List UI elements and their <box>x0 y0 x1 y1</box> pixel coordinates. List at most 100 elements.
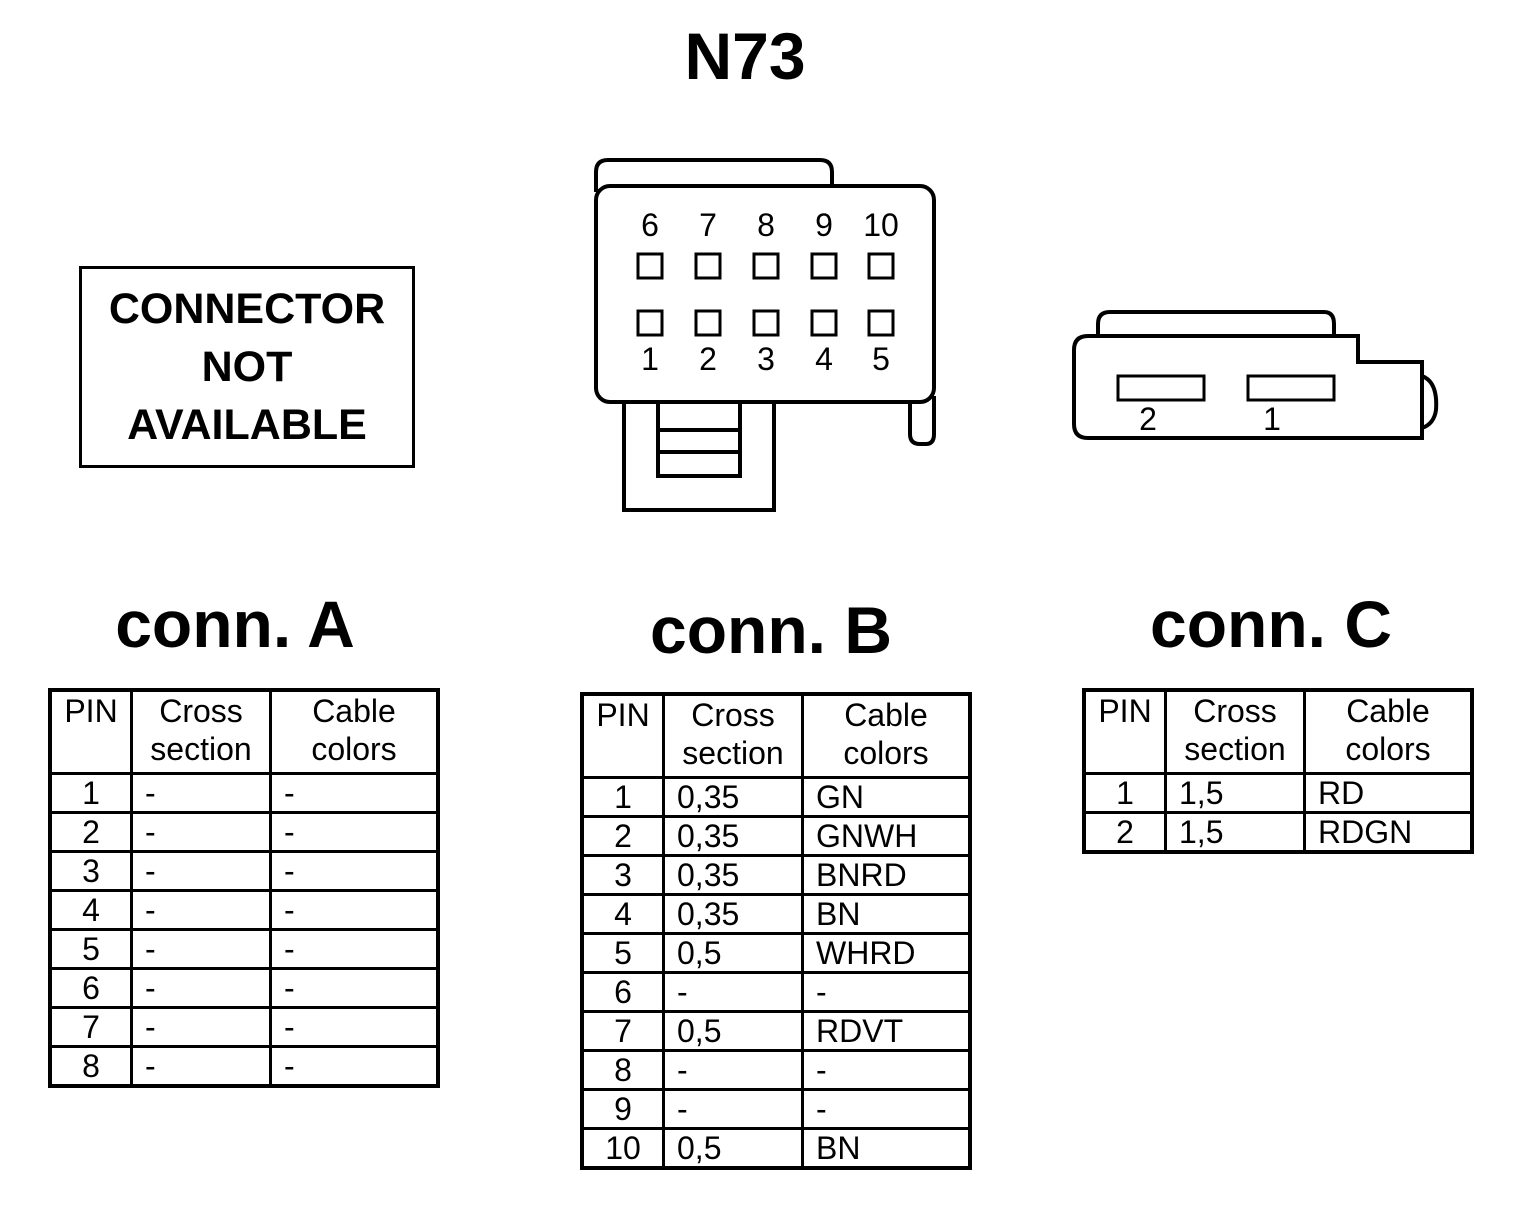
pin-cell: 1 <box>1082 772 1167 814</box>
connector-b-drawing <box>594 158 936 512</box>
cable-color-cell: - <box>801 1088 972 1130</box>
table-row: 2-- <box>48 811 440 853</box>
pin-cell: 4 <box>48 889 133 931</box>
col-cross-section-header: Cross section <box>662 692 804 779</box>
table-row: 8-- <box>48 1045 440 1088</box>
pin-cell: 8 <box>580 1049 665 1091</box>
not-available-line-2: NOT <box>201 343 293 391</box>
col-pin-header: PIN <box>580 692 665 779</box>
cross-section-cell: - <box>130 928 272 970</box>
cross-section-cell: 0,5 <box>662 1010 804 1052</box>
col-cable-colors-header: Cable colors <box>269 688 440 775</box>
pin-cell: 2 <box>1082 811 1167 854</box>
cable-color-cell: BN <box>801 893 972 935</box>
cross-section-cell: - <box>130 967 272 1009</box>
connector-a-not-available-box: CONNECTOR NOT AVAILABLE <box>79 266 415 468</box>
pin-cavity <box>694 252 722 280</box>
cable-color-cell: RDGN <box>1303 811 1474 854</box>
pin-cavity <box>867 309 895 337</box>
cross-section-cell: 0,5 <box>662 1127 804 1170</box>
pin-cavity <box>636 252 664 280</box>
pin-cell: 3 <box>580 854 665 896</box>
pin-cell: 5 <box>580 932 665 974</box>
cable-color-cell: GNWH <box>801 815 972 857</box>
pin-cell: 1 <box>580 776 665 818</box>
connector-b-pin-label: 4 <box>815 341 833 377</box>
cross-section-cell: - <box>130 1006 272 1048</box>
page-title: N73 <box>684 19 806 93</box>
cross-section-cell: - <box>662 1088 804 1130</box>
cross-section-cell: - <box>130 850 272 892</box>
cross-section-cell: 1,5 <box>1164 811 1306 854</box>
cable-color-cell: - <box>269 928 440 970</box>
connector-b-pin-label: 9 <box>815 207 833 243</box>
cross-section-cell: 0,35 <box>662 776 804 818</box>
pin-cavity <box>752 252 780 280</box>
pin-cell: 2 <box>580 815 665 857</box>
pin-cell: 6 <box>48 967 133 1009</box>
pin-cell: 5 <box>48 928 133 970</box>
connector-b-pin-cells <box>636 252 895 337</box>
table-row: 3-- <box>48 850 440 892</box>
cable-color-cell: - <box>801 971 972 1013</box>
cross-section-cell: - <box>130 772 272 814</box>
connector-b-pin-label: 10 <box>863 207 899 243</box>
cable-color-cell: BNRD <box>801 854 972 896</box>
pin-cavity <box>694 309 722 337</box>
cable-color-cell: - <box>269 772 440 814</box>
not-available-line-1: CONNECTOR <box>108 285 386 333</box>
connector-b-pin-label: 1 <box>641 341 659 377</box>
col-cross-section-header: Cross section <box>130 688 272 775</box>
conn-b-heading: conn. B <box>650 593 892 667</box>
cross-section-cell: - <box>130 889 272 931</box>
connector-b-pin-label: 5 <box>872 341 890 377</box>
pin-cell: 8 <box>48 1045 133 1088</box>
conn-a-table: PIN Cross section Cable colors 1--2--3--… <box>48 688 440 1088</box>
cable-color-cell: BN <box>801 1127 972 1170</box>
cross-section-cell: 0,35 <box>662 854 804 896</box>
pin-cell: 3 <box>48 850 133 892</box>
table-row: 8-- <box>580 1049 972 1091</box>
connector-c-pin-label: 2 <box>1139 401 1157 437</box>
pin-cavity <box>636 309 664 337</box>
pin-cavity <box>867 252 895 280</box>
col-pin-header: PIN <box>1082 688 1167 775</box>
pin-cavity <box>810 309 838 337</box>
cable-color-cell: RDVT <box>801 1010 972 1052</box>
col-cable-colors-header: Cable colors <box>801 692 972 779</box>
col-cable-colors-header: Cable colors <box>1303 688 1474 775</box>
pin-cavity <box>810 252 838 280</box>
cable-color-cell: - <box>269 967 440 1009</box>
pin-cell: 7 <box>580 1010 665 1052</box>
connector-b-pin-label: 3 <box>757 341 775 377</box>
cross-section-cell: - <box>130 1045 272 1088</box>
connector-b-pin-label: 6 <box>641 207 659 243</box>
cable-color-cell: WHRD <box>801 932 972 974</box>
cable-color-cell: - <box>269 1045 440 1088</box>
cross-section-cell: - <box>130 811 272 853</box>
pin-cell: 9 <box>580 1088 665 1130</box>
cross-section-cell: 0,5 <box>662 932 804 974</box>
connector-c-drawing <box>1072 310 1439 440</box>
table-row: 6-- <box>580 971 972 1013</box>
connector-b-pin-label: 2 <box>699 341 717 377</box>
pin-cell: 6 <box>580 971 665 1013</box>
cable-color-cell: RD <box>1303 772 1474 814</box>
table-row: 4-- <box>48 889 440 931</box>
pin-cavity <box>752 309 780 337</box>
connector-c-pin-label: 1 <box>1263 401 1281 437</box>
cable-color-cell: - <box>269 889 440 931</box>
cable-color-cell: - <box>269 850 440 892</box>
table-row: 1-- <box>48 772 440 814</box>
table-row: 6-- <box>48 967 440 1009</box>
conn-a-heading: conn. A <box>115 587 355 661</box>
pin-cell: 2 <box>48 811 133 853</box>
cable-color-cell: GN <box>801 776 972 818</box>
